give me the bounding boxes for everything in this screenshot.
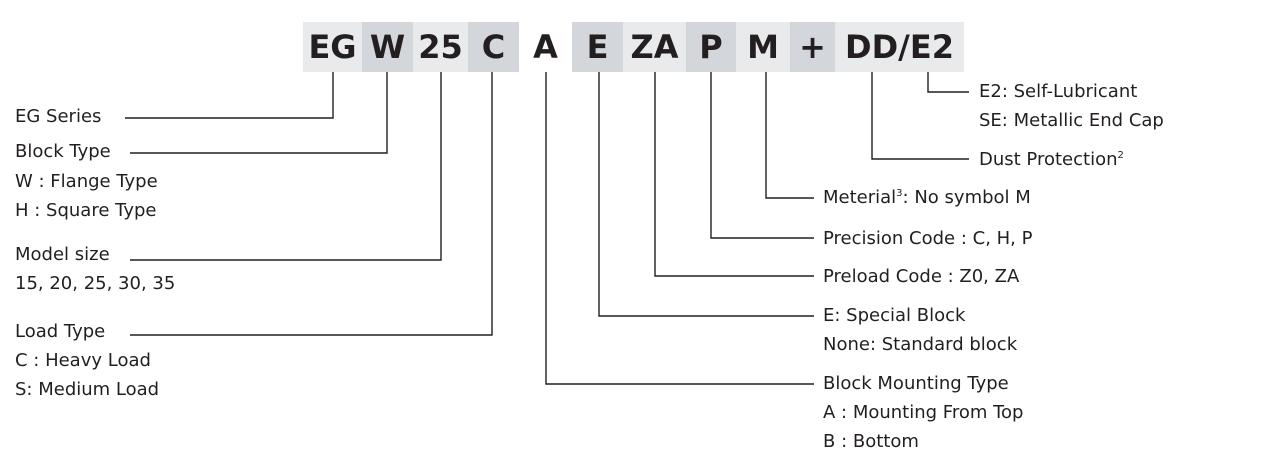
connector-a: [545, 72, 814, 385]
label-precision-code: Precision Code : C, H, P: [823, 228, 1033, 249]
dust-protection-footnote: 2: [1117, 150, 1124, 161]
material-footnote: 3: [896, 188, 903, 199]
label-standard-block: None: Standard block: [823, 334, 1018, 355]
connector-p: [710, 72, 814, 239]
connector-dd: [871, 72, 969, 160]
code-segment-p: P: [686, 22, 736, 72]
connector-za: [654, 72, 814, 277]
label-block-type-square: H : Square Type: [15, 200, 157, 221]
label-block-type-flange: W : Flange Type: [15, 171, 158, 192]
connector-c: [130, 72, 493, 336]
connector-eg: [125, 72, 334, 119]
label-special-block: E: Special Block: [823, 305, 966, 326]
label-model-size: Model size: [15, 244, 110, 265]
code-segment-dd-e2: DD/E2: [835, 22, 964, 72]
connector-w: [130, 72, 388, 154]
connector-e2: [927, 72, 969, 93]
label-dust-protection: Dust Protection2: [979, 150, 1124, 170]
code-segment-m: M: [736, 22, 790, 72]
code-e-text: E: [586, 28, 609, 66]
label-material: Meterial3: No symbol M: [823, 188, 1031, 208]
code-za-text: ZA: [630, 28, 679, 66]
code-c-text: C: [481, 28, 506, 66]
label-mounting-bottom: B : Bottom: [823, 431, 919, 452]
code-a-text: A: [533, 28, 558, 66]
code-w-text: W: [369, 28, 406, 66]
code-segment-size: 25: [413, 22, 468, 72]
code-size-text: 25: [418, 28, 463, 66]
code-eg-text: EG: [308, 28, 357, 66]
label-metallic-end-cap: SE: Metallic End Cap: [979, 110, 1164, 131]
label-model-size-values: 15, 20, 25, 30, 35: [15, 273, 176, 294]
label-load-type-heavy: C : Heavy Load: [15, 350, 151, 371]
dust-protection-text: Dust Protection: [979, 149, 1118, 170]
label-block-type: Block Type: [15, 141, 111, 162]
code-m-text: M: [747, 28, 779, 66]
label-preload-code: Preload Code : Z0, ZA: [823, 266, 1020, 287]
code-p-text: P: [699, 28, 723, 66]
label-load-type: Load Type: [15, 321, 106, 342]
connector-size: [130, 72, 442, 261]
connector-m: [765, 72, 814, 199]
code-segment-eg: EG: [303, 22, 362, 72]
label-load-type-medium: S: Medium Load: [15, 379, 160, 400]
code-segment-za: ZA: [623, 22, 686, 72]
material-value: : No symbol M: [902, 187, 1031, 208]
label-eg-series: EG Series: [15, 106, 102, 127]
connector-e: [598, 72, 814, 317]
code-segment-c: C: [468, 22, 519, 72]
code-segment-w: W: [362, 22, 413, 72]
label-block-mounting-type: Block Mounting Type: [823, 373, 1009, 394]
code-segment-plus: +: [790, 22, 835, 72]
code-dd-text: DD/E2: [845, 28, 954, 66]
label-self-lubricant: E2: Self-Lubricant: [979, 81, 1138, 102]
label-mounting-from-top: A : Mounting From Top: [823, 402, 1024, 423]
code-segment-a: A: [519, 22, 572, 72]
code-plus-text: +: [799, 28, 826, 66]
code-segment-e: E: [572, 22, 623, 72]
material-text: Meterial: [823, 187, 897, 208]
